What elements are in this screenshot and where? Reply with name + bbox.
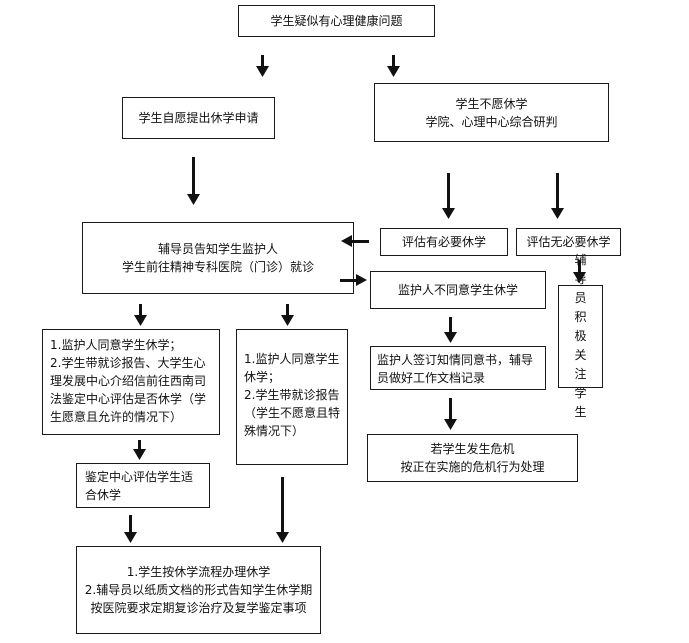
node-agree1-line-1: 1.监护人同意学生休学； bbox=[50, 338, 182, 352]
arrow-unwilling-to-need bbox=[442, 173, 455, 219]
arrow-counselor-to-agree1 bbox=[134, 304, 147, 326]
node-noneed-line-1: 评估无必要休学 bbox=[526, 235, 611, 249]
node-suspension-procedure: 1.学生按休学流程办理休学 2.辅导员以纸质文档的形式告知学生休学期按医院要求定… bbox=[76, 546, 321, 634]
node-unwilling-line-2: 学院、心理中心综合研判 bbox=[425, 114, 558, 129]
node-guardian-disagree: 监护人不同意学生休学 bbox=[370, 271, 546, 309]
arrow-appraisal-to-final bbox=[124, 515, 137, 543]
node-consent-line-1: 监护人签订知情同意书，辅导员做好工作文档记录 bbox=[377, 353, 534, 385]
node-crisis-line-2: 按正在实施的危机行为处理 bbox=[400, 460, 545, 474]
node-appraisal-result: 鉴定中心评估学生适合休学 bbox=[76, 463, 210, 508]
node-final-line-1: 1.学生按休学流程办理休学 bbox=[126, 565, 271, 579]
node-voluntary-line-1: 学生自愿提出休学申请 bbox=[138, 111, 259, 125]
node-voluntary-application: 学生自愿提出休学申请 bbox=[122, 97, 275, 139]
arrow-agree1-to-appraisal bbox=[133, 440, 146, 460]
node-counselor-watch: 辅导员积极关注学生 bbox=[558, 253, 603, 419]
arrow-counselor-to-agree2 bbox=[281, 304, 294, 326]
node-start-line-1: 学生疑似有心理健康问题 bbox=[270, 14, 403, 28]
node-start: 学生疑似有心理健康问题 bbox=[238, 5, 435, 37]
arrow-start-to-voluntary bbox=[256, 55, 269, 77]
arrow-consent-to-crisis bbox=[444, 398, 457, 430]
node-need-line-1: 评估有必要休学 bbox=[401, 235, 486, 249]
node-guardian-agree-appraisal: 1.监护人同意学生休学； 2.学生带就诊报告、大学生心理发展中心介绍信前往西南司… bbox=[42, 329, 220, 435]
arrow-unwilling-to-noneed bbox=[551, 173, 564, 219]
arrow-noneed-to-watch bbox=[573, 260, 586, 283]
node-guardian-agree-special: 1.监护人同意学生休学； 2.学生带就诊报告（学生不愿意且特殊情况下） bbox=[236, 329, 348, 465]
arrow-voluntary-to-counselor bbox=[187, 157, 200, 205]
arrow-start-to-unwilling bbox=[387, 55, 400, 77]
node-counselor-inform: 辅导员告知学生监护人 学生前往精神专科医院（门诊）就诊 bbox=[82, 222, 354, 294]
node-crisis-handling: 若学生发生危机 按正在实施的危机行为处理 bbox=[367, 434, 578, 482]
arrow-need-to-counselor bbox=[341, 235, 369, 247]
arrow-counselor-to-disagree bbox=[340, 274, 367, 286]
arrow-agree2-to-final bbox=[276, 477, 289, 543]
node-appraisal-line-1: 鉴定中心评估学生适合休学 bbox=[85, 470, 194, 502]
node-assessed-unnecessary: 评估无必要休学 bbox=[516, 228, 621, 256]
node-unwilling-assessment: 学生不愿休学 学院、心理中心综合研判 bbox=[374, 83, 609, 142]
node-final-line-2: 2.辅导员以纸质文档的形式告知学生休学期按医院要求定期复诊治疗及复学鉴定事项 bbox=[84, 583, 313, 615]
node-agree2-line-2: 2.学生带就诊报告（学生不愿意且特殊情况下） bbox=[244, 388, 341, 438]
node-counselor-line-1: 辅导员告知学生监护人 bbox=[157, 242, 278, 256]
node-informed-consent: 监护人签订知情同意书，辅导员做好工作文档记录 bbox=[370, 346, 546, 390]
node-counselor-line-2: 学生前往精神专科医院（门诊）就诊 bbox=[121, 260, 314, 274]
node-assessed-necessary: 评估有必要休学 bbox=[380, 228, 508, 256]
node-agree1-line-2: 2.学生带就诊报告、大学生心理发展中心介绍信前往西南司法鉴定中心评估是否休学（学… bbox=[50, 356, 207, 424]
node-agree2-line-1: 1.监护人同意学生休学； bbox=[244, 352, 340, 384]
node-crisis-line-1: 若学生发生危机 bbox=[430, 442, 515, 456]
node-unwilling-line-1: 学生不愿休学 bbox=[455, 96, 528, 111]
node-disagree-line-1: 监护人不同意学生休学 bbox=[397, 283, 518, 297]
arrow-disagree-to-consent bbox=[444, 317, 457, 343]
